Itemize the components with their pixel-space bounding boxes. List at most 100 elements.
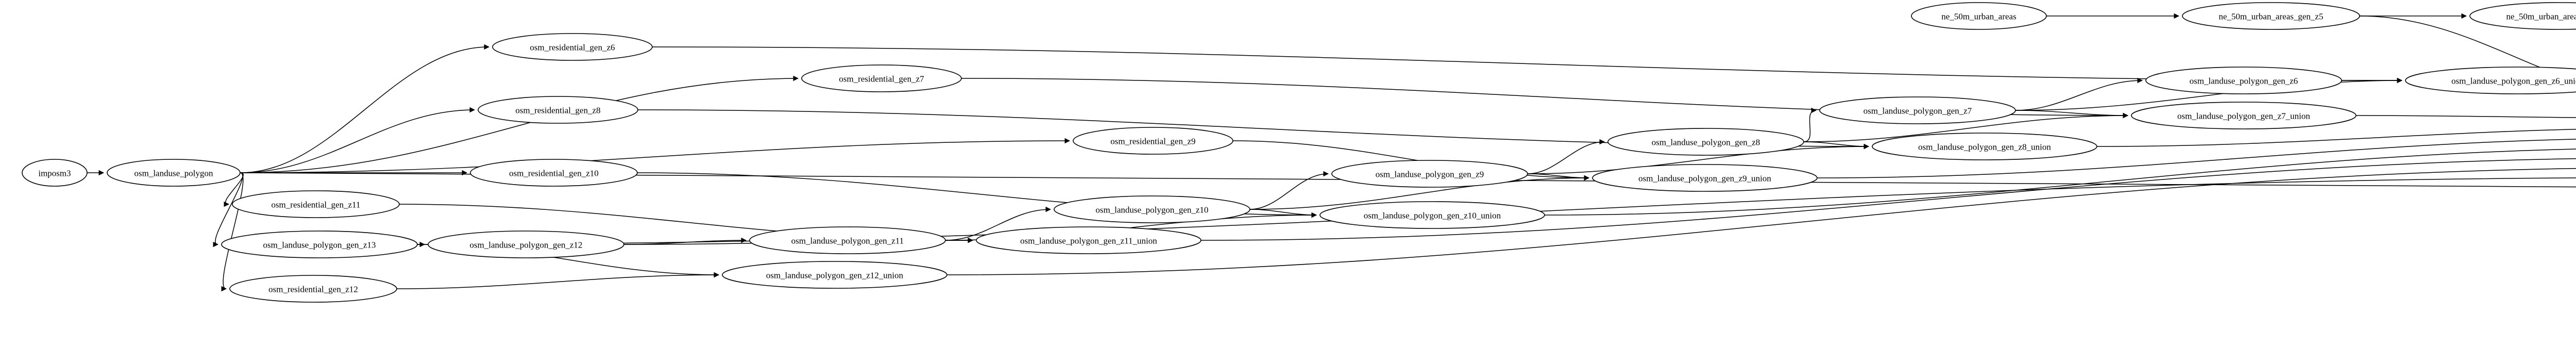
graph-node-osm_landuse_polygon_gen_z6[interactable]: osm_landuse_polygon_gen_z6 bbox=[2145, 67, 2342, 94]
graph-node-osm_residential_gen_z11[interactable]: osm_residential_gen_z11 bbox=[232, 190, 400, 218]
node-ellipse bbox=[107, 159, 241, 187]
node-ellipse bbox=[1073, 127, 1233, 155]
graph-node-osm_residential_gen_z8[interactable]: osm_residential_gen_z8 bbox=[478, 96, 638, 124]
node-label: osm_landuse_polygon_gen_z8_union bbox=[1918, 142, 2051, 152]
graph-edge bbox=[1527, 143, 1870, 174]
graph-node-ne_50m_urban_areas_gen_z5[interactable]: ne_50m_urban_areas_gen_z5 bbox=[2182, 2, 2360, 30]
node-label: osm_landuse_polygon_gen_z12 bbox=[469, 240, 582, 250]
node-label: ne_50m_urban_areas bbox=[1941, 12, 2016, 22]
node-label: osm_landuse_polygon_gen_z9 bbox=[1376, 170, 1484, 179]
node-label: osm_landuse_polygon_gen_z12_union bbox=[766, 271, 904, 281]
node-ellipse bbox=[1331, 160, 1528, 188]
node-ellipse bbox=[1872, 133, 2097, 160]
nodes-layer: imposm3 osm_landuse_polygon osm_residentia… bbox=[22, 2, 2576, 303]
graph-node-osm_landuse_polygon_gen_z7[interactable]: osm_landuse_polygon_gen_z7 bbox=[1819, 96, 2016, 124]
graph-edge bbox=[240, 44, 490, 173]
graph-node-osm_residential_gen_z6[interactable]: osm_residential_gen_z6 bbox=[492, 33, 653, 61]
graph-node-osm_landuse_polygon_gen_z12[interactable]: osm_landuse_polygon_gen_z12 bbox=[428, 231, 624, 258]
node-ellipse bbox=[1819, 96, 2016, 124]
node-label: osm_residential_gen_z10 bbox=[509, 169, 599, 178]
node-label: osm_residential_gen_z9 bbox=[1110, 137, 1195, 146]
graph-node-osm_landuse_polygon_gen_z9_union[interactable]: osm_landuse_polygon_gen_z9_union bbox=[1592, 164, 1818, 192]
graph-node-osm_landuse_polygon_gen_z12_union[interactable]: osm_landuse_polygon_gen_z12_union bbox=[722, 261, 947, 289]
graph-edge bbox=[2015, 77, 2143, 111]
graph-edge bbox=[224, 172, 244, 207]
graph-edge bbox=[945, 206, 1052, 241]
graph-node-osm_residential_gen_z10[interactable]: osm_residential_gen_z10 bbox=[470, 159, 638, 187]
graph-node-osm_landuse_polygon_gen_z10_union[interactable]: osm_landuse_polygon_gen_z10_union bbox=[1319, 201, 1545, 229]
node-label: osm_landuse_polygon_gen_z8 bbox=[1652, 138, 1760, 147]
graph-edge bbox=[1232, 140, 1590, 181]
node-ellipse bbox=[1911, 2, 2047, 30]
node-ellipse bbox=[1592, 164, 1818, 192]
graph-node-osm_landuse_polygon_gen_z11_union[interactable]: osm_landuse_polygon_gen_z11_union bbox=[976, 226, 1201, 254]
graph-edge bbox=[1527, 139, 1605, 174]
node-ellipse bbox=[2405, 67, 2576, 94]
graph-edge bbox=[240, 107, 476, 173]
graph-node-osm_landuse_polygon_gen_z11[interactable]: osm_landuse_polygon_gen_z11 bbox=[749, 226, 946, 254]
graph-node-osm_landuse_polygon_gen_z7_union[interactable]: osm_landuse_polygon_gen_z7_union bbox=[2131, 102, 2357, 129]
node-label: osm_landuse_polygon_gen_z10_union bbox=[1364, 211, 1501, 221]
graph-edge bbox=[1803, 112, 2129, 142]
node-label: osm_landuse_polygon_gen_z6_union bbox=[2451, 76, 2576, 86]
node-label: ne_50m_urban_areas_gen_z5 bbox=[2219, 12, 2324, 22]
node-label: osm_landuse_polygon_gen_z11_union bbox=[1020, 236, 1157, 246]
node-ellipse bbox=[428, 231, 624, 258]
graph-node-ne_50m_urban_areas_gen_z4[interactable]: ne_50m_urban_areas_gen_z4 bbox=[2469, 2, 2576, 30]
node-ellipse bbox=[2145, 67, 2342, 94]
node-ellipse bbox=[722, 261, 947, 289]
node-label: osm_residential_gen_z8 bbox=[515, 106, 600, 116]
node-ellipse bbox=[976, 226, 1201, 254]
graph-edge bbox=[2359, 15, 2576, 82]
node-ellipse bbox=[749, 226, 946, 254]
node-label: osm_landuse_polygon_gen_z7_union bbox=[2177, 111, 2310, 121]
node-ellipse bbox=[478, 96, 638, 124]
node-ellipse bbox=[229, 275, 397, 303]
graph-node-osm_landuse_polygon_gen_z6_union[interactable]: osm_landuse_polygon_gen_z6_union bbox=[2405, 67, 2576, 94]
node-label: osm_landuse_polygon bbox=[134, 169, 213, 178]
graph-node-osm_residential_gen_z12[interactable]: osm_residential_gen_z12 bbox=[229, 275, 397, 303]
graph-edge bbox=[1249, 175, 1590, 210]
graph-edge bbox=[1200, 158, 2576, 241]
node-ellipse bbox=[1054, 195, 1250, 223]
node-label: imposm3 bbox=[38, 169, 71, 178]
graph-edge bbox=[240, 75, 799, 173]
node-ellipse bbox=[2469, 2, 2576, 30]
graph-edge bbox=[240, 138, 1071, 173]
graph-node-osm_residential_gen_z7[interactable]: osm_residential_gen_z7 bbox=[801, 64, 962, 92]
node-ellipse bbox=[1607, 128, 1804, 156]
node-ellipse bbox=[801, 64, 962, 92]
graph-node-imposm3[interactable]: imposm3 bbox=[22, 159, 88, 187]
node-label: osm_landuse_polygon_gen_z7 bbox=[1863, 106, 1972, 116]
graph-node-osm_landuse_polygon_gen_z9[interactable]: osm_landuse_polygon_gen_z9 bbox=[1331, 160, 1528, 188]
node-ellipse bbox=[22, 159, 88, 187]
graph-edge bbox=[1817, 139, 2576, 178]
graph-edge bbox=[2355, 115, 2576, 118]
graph-edge bbox=[396, 272, 720, 289]
graph-edge bbox=[1544, 149, 2576, 216]
node-ellipse bbox=[1319, 201, 1545, 229]
graph-node-osm_landuse_polygon_gen_z10[interactable]: osm_landuse_polygon_gen_z10 bbox=[1054, 195, 1250, 223]
node-ellipse bbox=[2182, 2, 2360, 30]
node-label: osm_residential_gen_z12 bbox=[268, 285, 358, 294]
graph-edge bbox=[946, 168, 2576, 275]
graph-node-osm_residential_gen_z9[interactable]: osm_residential_gen_z9 bbox=[1073, 127, 1233, 155]
graph-edge bbox=[2096, 128, 2576, 147]
node-label: osm_residential_gen_z6 bbox=[530, 43, 615, 53]
graph-edge bbox=[1803, 141, 1870, 150]
graph-node-osm_landuse_polygon_gen_z8[interactable]: osm_landuse_polygon_gen_z8 bbox=[1607, 128, 1804, 156]
node-label: ne_50m_urban_areas_gen_z4 bbox=[2506, 12, 2576, 22]
node-ellipse bbox=[470, 159, 638, 187]
graph-edge bbox=[2015, 77, 2403, 111]
node-label: osm_landuse_polygon_gen_z9_union bbox=[1638, 174, 1771, 184]
node-label: osm_landuse_polygon_gen_z13 bbox=[263, 240, 376, 250]
graph-node-osm_landuse_polygon[interactable]: osm_landuse_polygon bbox=[107, 159, 241, 187]
graph-node-ne_50m_urban_areas[interactable]: ne_50m_urban_areas bbox=[1911, 2, 2047, 30]
node-label: osm_landuse_polygon_gen_z6 bbox=[2190, 76, 2298, 86]
graph-node-osm_landuse_polygon_gen_z8_union[interactable]: osm_landuse_polygon_gen_z8_union bbox=[1872, 133, 2097, 160]
graph-edge bbox=[1803, 107, 1817, 142]
node-label: osm_landuse_polygon_gen_z11 bbox=[791, 236, 904, 246]
graph-node-osm_landuse_polygon_gen_z13[interactable]: osm_landuse_polygon_gen_z13 bbox=[221, 231, 418, 258]
node-label: osm_residential_gen_z7 bbox=[839, 74, 924, 84]
